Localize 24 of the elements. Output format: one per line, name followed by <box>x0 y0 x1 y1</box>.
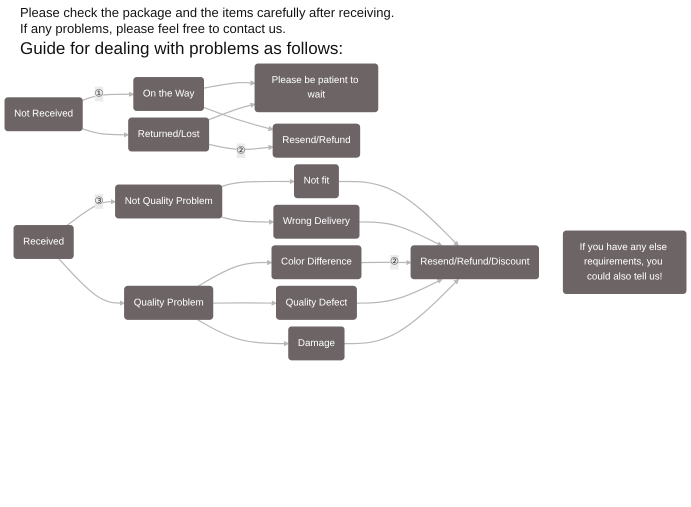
arrow <box>359 221 442 246</box>
arrow <box>344 278 459 344</box>
arrow <box>58 258 126 306</box>
instruction-text: Please check the package and the items carefully after receiving. <box>20 5 396 20</box>
arrow <box>221 216 274 225</box>
edge-label: ② <box>236 145 246 156</box>
arrow <box>197 319 290 346</box>
arrow <box>208 144 274 150</box>
arrow <box>338 180 459 246</box>
guide-heading: Guide for dealing with problems as follows: <box>20 39 344 59</box>
edge-label: ① <box>94 88 104 99</box>
arrow <box>208 102 256 120</box>
arrow <box>361 260 412 266</box>
arrow <box>204 106 274 132</box>
arrow <box>221 178 295 188</box>
arrow <box>197 260 272 288</box>
arrow <box>66 199 116 226</box>
arrow <box>213 300 277 306</box>
edge-label: ② <box>390 256 399 268</box>
arrow <box>82 128 130 138</box>
arrow <box>204 80 256 89</box>
edge-label: ③ <box>94 196 104 206</box>
arrow <box>356 278 442 304</box>
instruction-text: If any problems, please feel free to contact us. <box>20 21 287 36</box>
